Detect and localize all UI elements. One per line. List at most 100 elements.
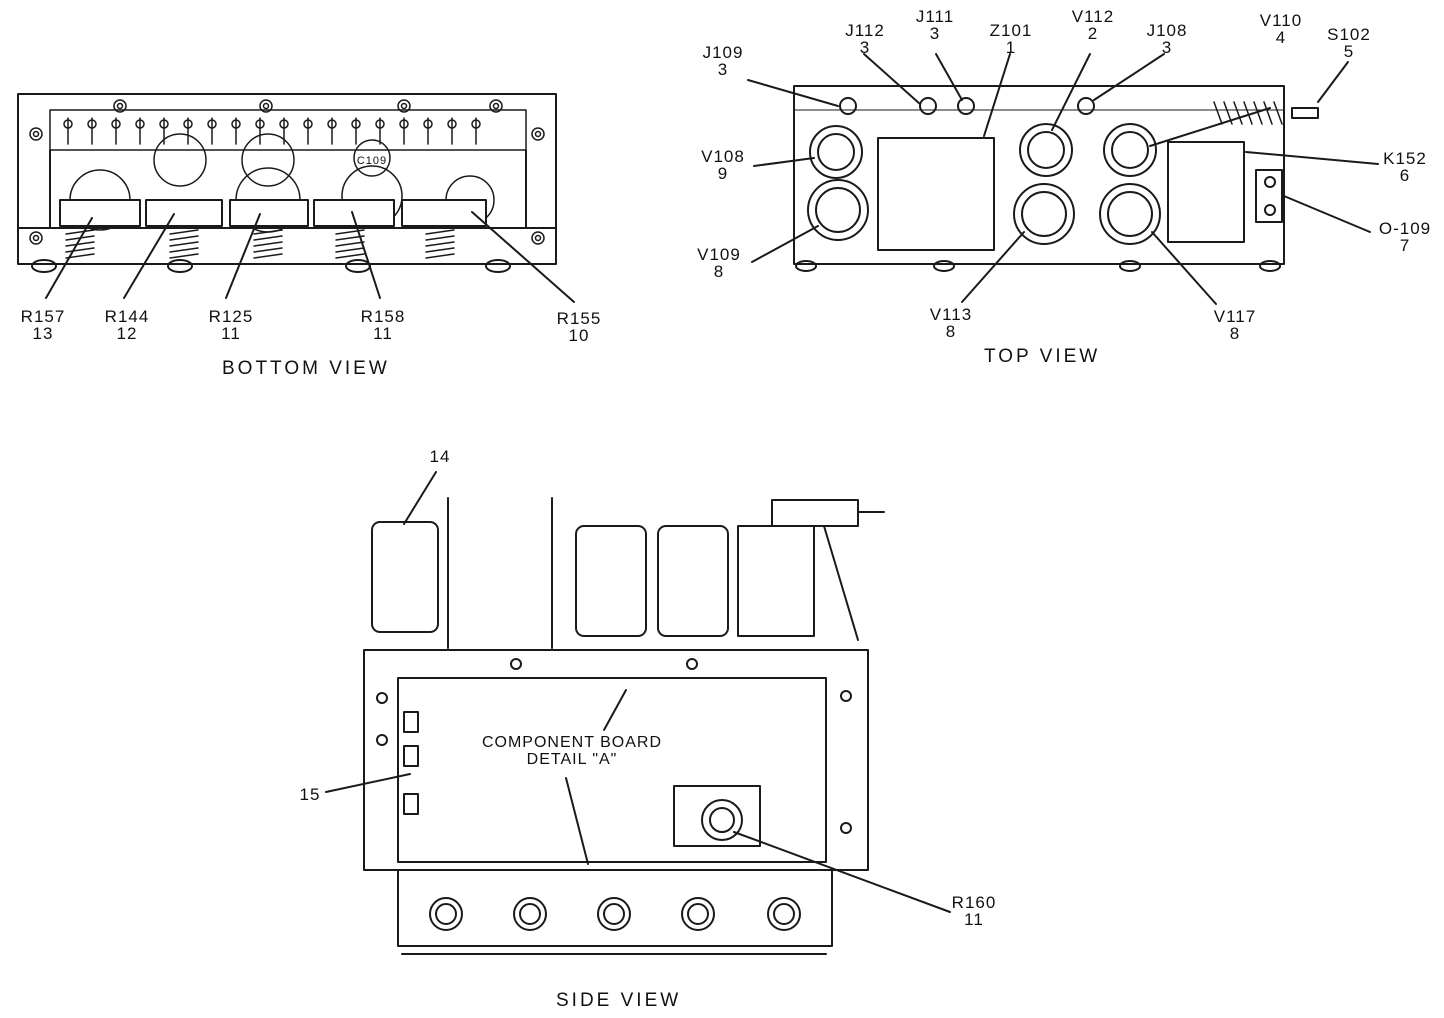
switch-spring-coil [1233,101,1243,125]
callout-r158: R158 11 [356,308,410,342]
screw-center [492,102,500,110]
terminal-lug-head [303,119,313,129]
screw-center [400,102,408,110]
callout-ref: J108 [1146,21,1188,40]
callout-v113: V113 8 [924,306,978,340]
callout-item: 6 [1399,166,1411,185]
callout-item: 15 [299,785,321,804]
callout-ref: R157 [20,307,66,326]
callout-item: 14 [429,447,451,466]
callout-o109: O-109 7 [1372,220,1438,254]
switch-spring-coil [1263,101,1273,125]
screw [531,231,545,245]
terminal-lug-head [87,119,97,129]
screw [531,127,545,141]
callout-item: 7 [1399,236,1411,255]
callout-ref: S102 [1327,25,1371,44]
screw-center [32,130,40,138]
component-board-label: COMPONENT BOARD DETAIL "A" [454,734,690,768]
switch-spring-coil [1243,101,1253,125]
callout-item: 11 [221,324,241,343]
callout-r155: R155 10 [552,310,606,344]
spring-coil [335,247,365,253]
callout-item: 8 [713,262,725,281]
screw-center [262,102,270,110]
terminal-lug-head [63,119,73,129]
terminal-lug-head [471,119,481,129]
top-view-drawing [747,53,1379,305]
callout-ref: V109 [697,245,741,264]
spring-coil [335,229,365,235]
spring-coil [169,253,199,259]
callout-ref: J109 [702,43,744,62]
callout-item: 13 [32,324,54,343]
callout-v112: V112 2 [1068,8,1118,42]
screw [29,127,43,141]
callout-item: 9 [717,164,729,183]
screw [113,99,127,113]
callout-ref: V113 [929,305,973,324]
terminal-lug-head [231,119,241,129]
spring-coil [169,241,199,247]
callout-item-15: 15 [292,786,328,803]
callout-ref: V110 [1259,11,1303,30]
bottom-view-title: BOTTOM VIEW [222,358,390,379]
callout-v109: V109 8 [692,246,746,280]
side-view-drawing [325,471,951,955]
callout-r144: R144 12 [100,308,154,342]
callout-ref: R125 [208,307,254,326]
terminal-lug-head [351,119,361,129]
callout-r125: R125 11 [204,308,258,342]
callout-ref: R144 [104,307,150,326]
callout-ref: R158 [360,307,406,326]
callout-item-14: 14 [420,448,460,465]
callout-v117: V117 8 [1208,308,1262,342]
board-label-line: COMPONENT BOARD [481,734,663,751]
terminal-lug-head [183,119,193,129]
screw-center [534,130,542,138]
screw-center [116,102,124,110]
callout-v108: V108 9 [696,148,750,182]
spring-coil [169,229,199,235]
terminal-lug-head [399,119,409,129]
callout-item: 3 [859,38,871,57]
part-marking-c109: C109 [356,155,388,167]
spring-coil [425,247,455,253]
callout-ref: Z101 [989,21,1033,40]
callout-r160: R160 11 [944,894,1004,928]
screw [489,99,503,113]
screw [259,99,273,113]
spring-coil [65,241,95,247]
bottom-view-drawing [17,93,575,303]
callout-ref: K152 [1383,149,1427,168]
spring-coil [169,247,199,253]
callout-item: 5 [1343,42,1355,61]
spring-coil [335,241,365,247]
screw [397,99,411,113]
callout-ref: V112 [1071,7,1115,26]
terminal-lug-head [423,119,433,129]
callout-ref: O-109 [1378,219,1432,238]
callout-s102: S102 5 [1324,26,1374,60]
terminal-lug-head [375,119,385,129]
callout-item: 10 [568,326,590,345]
spring-coil [425,235,455,241]
terminal-lug-head [207,119,217,129]
terminal-lug-head [111,119,121,129]
terminal-lug-head [279,119,289,129]
terminal-lug-head [159,119,169,129]
callout-k152: K152 6 [1378,150,1432,184]
terminal-lug-head [135,119,145,129]
terminal-lug-head [255,119,265,129]
callout-item: 3 [717,60,729,79]
spring-coil [253,253,283,259]
spring-coil [65,247,95,253]
spring-coil [253,241,283,247]
screw-center [534,234,542,242]
spring-coil [65,253,95,259]
spring-coil [65,229,95,235]
spring-coil [335,253,365,259]
switch-spring-coil [1213,101,1223,125]
spring-coil [253,235,283,241]
